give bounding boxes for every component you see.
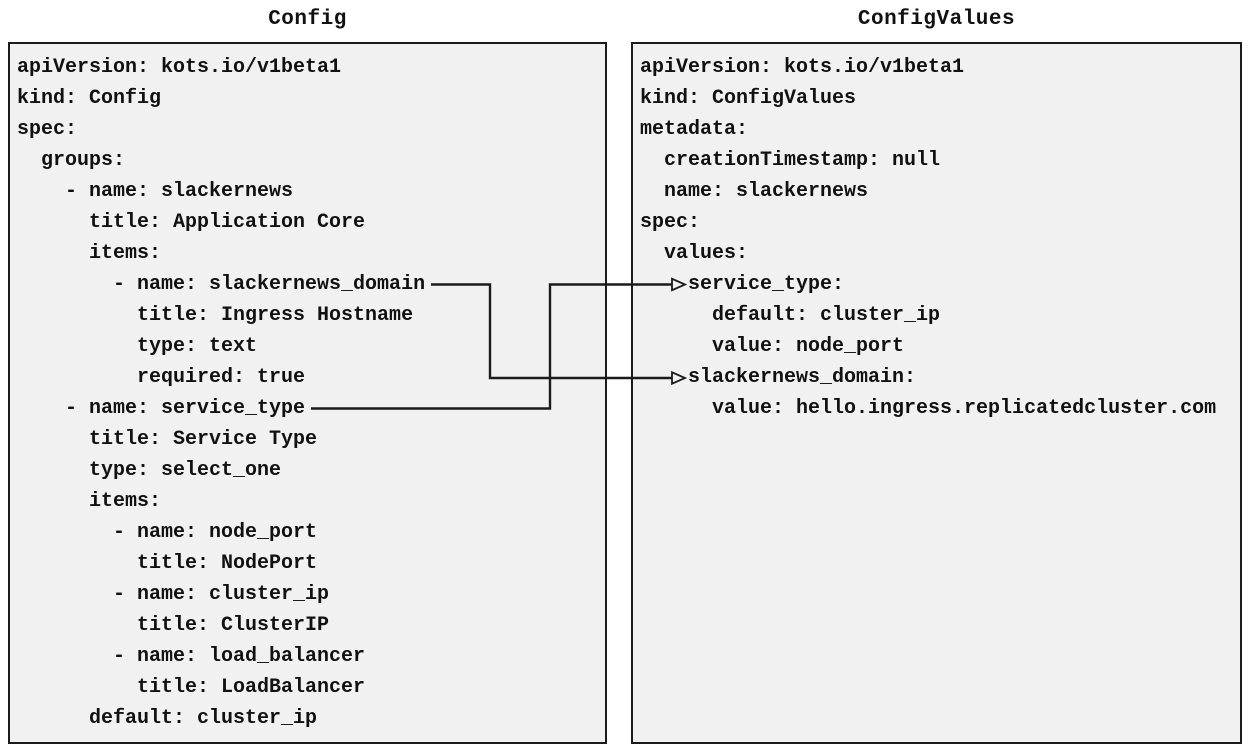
code-line: slackernews_domain: [640, 366, 917, 389]
code-line: title: Application Core [17, 211, 366, 234]
code-line: title: NodePort [17, 552, 318, 575]
code-line: values: [640, 242, 749, 265]
code-line: type: select_one [17, 459, 282, 482]
code-line: - name: slackernews_domain [17, 273, 426, 296]
code-line: spec: [17, 118, 78, 141]
code-line: title: Service Type [17, 428, 318, 451]
code-line: title: ClusterIP [17, 614, 330, 637]
code-line: type: text [17, 335, 258, 358]
code-line: - name: service_type [17, 397, 306, 420]
code-line: default: cluster_ip [17, 707, 318, 730]
code-line: metadata: [640, 118, 749, 141]
code-line: title: Ingress Hostname [17, 304, 414, 327]
config-panel: apiVersion: kots.io/v1beta1 kind: Config s… [8, 42, 607, 744]
code-line: apiVersion: kots.io/v1beta1 [640, 56, 965, 79]
code-line: name: slackernews [640, 180, 869, 203]
code-line: title: LoadBalancer [17, 676, 366, 699]
configvalues-panel: apiVersion: kots.io/v1beta1 kind: ConfigV… [631, 42, 1242, 744]
code-line: groups: [17, 149, 126, 172]
code-line: - name: slackernews [17, 180, 294, 203]
code-line: kind: Config [17, 87, 162, 110]
config-panel-title: Config [268, 8, 347, 31]
code-line: creationTimestamp: null [640, 149, 941, 172]
code-line: - name: cluster_ip [17, 583, 330, 606]
code-line: items: [17, 242, 162, 265]
code-line: service_type: [640, 273, 845, 296]
code-line: items: [17, 490, 162, 513]
code-line: default: cluster_ip [640, 304, 941, 327]
code-line: kind: ConfigValues [640, 87, 857, 110]
code-line: - name: node_port [17, 521, 318, 544]
configvalues-panel-title: ConfigValues [857, 8, 1016, 31]
code-line: required: true [17, 366, 306, 389]
code-line: spec: [640, 211, 701, 234]
code-line: value: hello.ingress.replicatedcluster.c… [640, 397, 1217, 420]
code-line: apiVersion: kots.io/v1beta1 [17, 56, 342, 79]
code-line: - name: load_balancer [17, 645, 366, 668]
code-line: value: node_port [640, 335, 905, 358]
